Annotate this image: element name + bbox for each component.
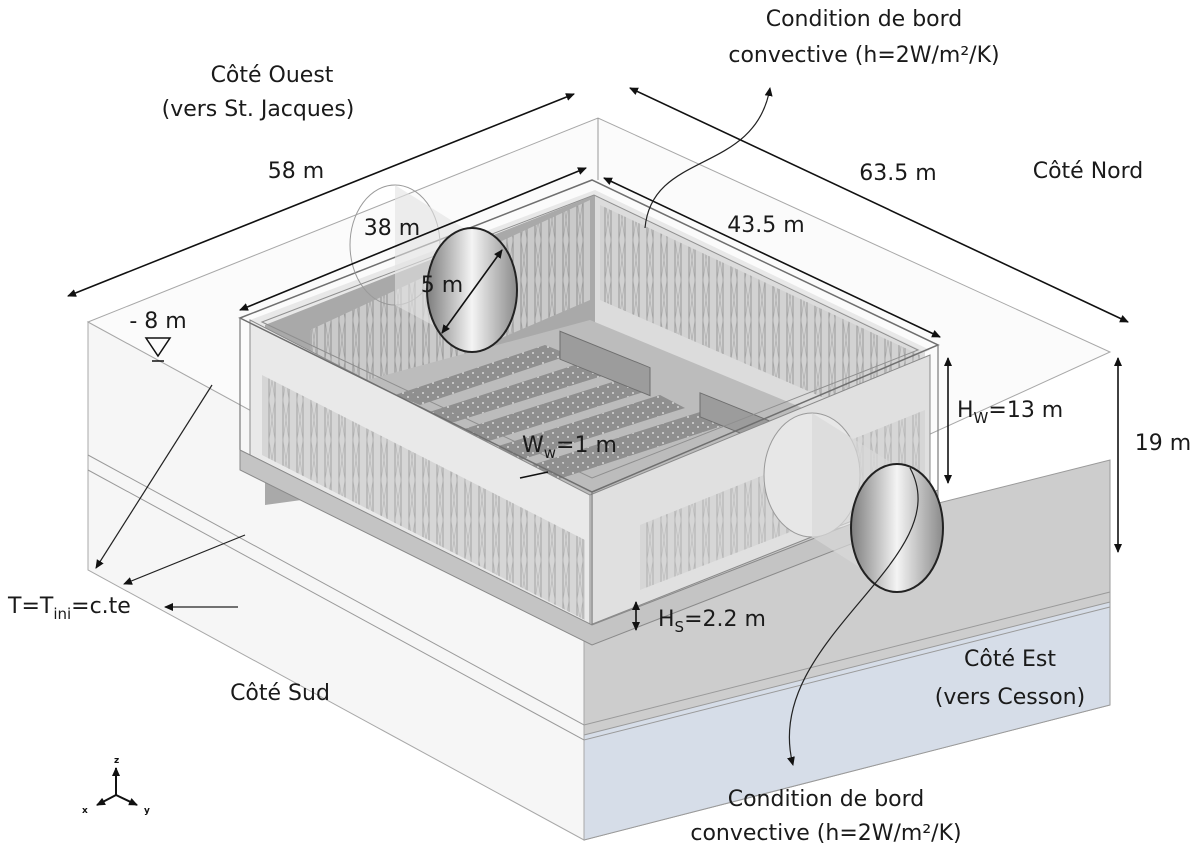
south-side-label: Côté Sud: [230, 681, 330, 706]
dim-ww-label: Ww=1 m: [522, 433, 617, 462]
west-side-label-2: (vers St. Jacques): [162, 97, 355, 122]
dim-63-5m-label: 63.5 m: [859, 161, 936, 186]
bc-top-label-1: Condition de bord: [766, 7, 963, 32]
text-labels: Côté Ouest (vers St. Jacques) Condition …: [7, 7, 1191, 846]
initial-temp-label: T=Tini=c.te: [7, 594, 131, 623]
east-side-label-2: (vers Cesson): [935, 685, 1085, 710]
east-side-label-1: Côté Est: [964, 647, 1056, 672]
dimension-lines: [67, 87, 1129, 631]
dim-38m-line: [239, 167, 587, 311]
dim-1m-line: [519, 471, 549, 479]
bc-top-label-2: convective (h=2W/m²/K): [728, 43, 999, 68]
dim-5m-label: 5 m: [421, 273, 463, 298]
pipe-east-opening: [850, 463, 944, 593]
bc-bottom-label-1: Condition de bord: [728, 787, 925, 812]
dim-43-5m-line: [603, 177, 941, 338]
temp-leader-2: [123, 534, 246, 585]
west-side-label-1: Côté Ouest: [211, 63, 334, 88]
dim-43-5m-label: 43.5 m: [727, 213, 804, 238]
axis-z-label: z: [114, 756, 119, 766]
dim-58m-label: 58 m: [268, 159, 324, 184]
bc-top-leader: [644, 87, 773, 229]
ground-level-label: - 8 m: [129, 309, 186, 334]
axis-y-label: y: [144, 806, 150, 816]
ground-level-marker: [144, 337, 172, 358]
dim-hs-label: HS=2.2 m: [658, 607, 766, 636]
axis-triad: z x y: [82, 756, 150, 816]
leader-arrows: [95, 87, 919, 766]
pipe-east: [763, 412, 944, 593]
dim-38m-label: 38 m: [364, 216, 420, 241]
axis-x-label: x: [82, 806, 88, 816]
north-side-label: Côté Nord: [1033, 159, 1144, 184]
bc-bottom-label-2: convective (h=2W/m²/K): [690, 821, 961, 846]
dim-5m-line: [441, 249, 503, 334]
dim-19m-label: 19 m: [1135, 431, 1191, 456]
temp-leader-1: [95, 384, 213, 569]
bc-bottom-leader: [787, 467, 919, 766]
dim-hw-label: HW=13 m: [957, 398, 1063, 427]
